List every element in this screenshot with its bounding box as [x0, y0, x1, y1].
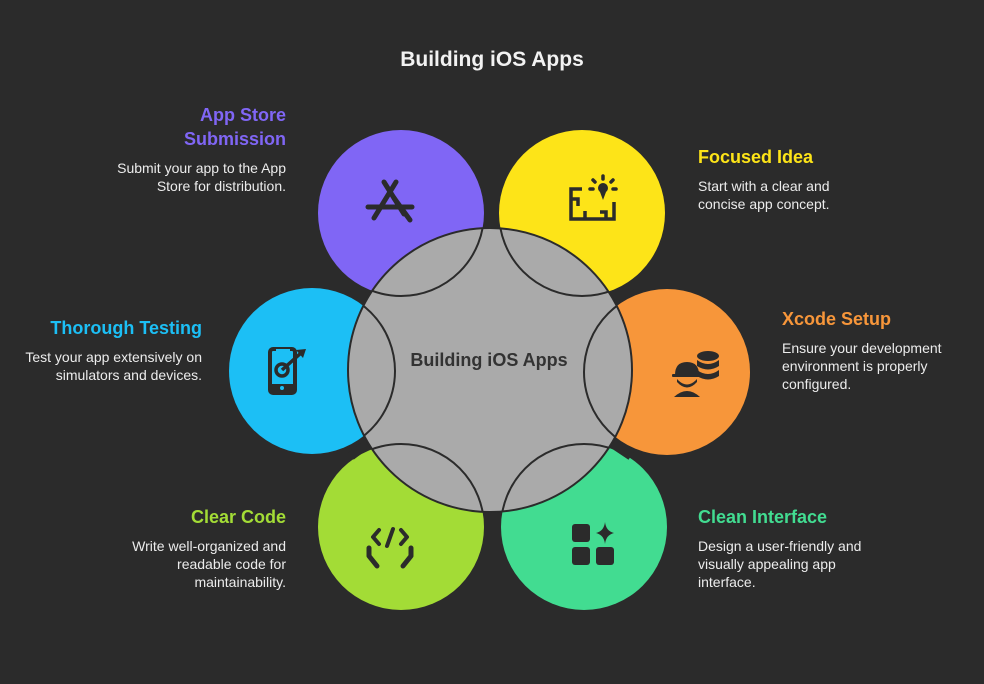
- engineer-database-icon: [672, 351, 719, 397]
- phone-target-icon: [268, 347, 306, 395]
- block-description: Write well-organized and readable code f…: [132, 538, 286, 590]
- overlap-arcs: [348, 228, 632, 512]
- app-store-icon: [365, 179, 415, 223]
- block-title: Clean Interface: [698, 507, 828, 527]
- block-title: Focused Idea: [698, 147, 814, 167]
- block-focused-idea: Focused Idea Start with a clear and conc…: [698, 145, 868, 213]
- block-description: Test your app extensively on simulators …: [25, 349, 202, 383]
- block-description: Ensure your development environment is p…: [782, 340, 942, 392]
- block-description: Start with a clear and concise app conce…: [698, 178, 830, 212]
- block-title: Xcode Setup: [782, 309, 892, 329]
- idea-blueprint-icon: [569, 174, 618, 221]
- center-label: Building iOS Apps: [410, 350, 568, 370]
- block-xcode-setup: Xcode Setup Ensure your development envi…: [782, 307, 952, 393]
- block-title: App Store Submission: [183, 105, 286, 149]
- diagram-title: Building iOS Apps: [400, 48, 584, 71]
- block-title: Clear Code: [190, 507, 286, 527]
- grid-sparkle-icon: [572, 522, 614, 565]
- block-title: Thorough Testing: [50, 318, 202, 338]
- code-hands-icon: [366, 527, 414, 569]
- block-clear-code: Clear Code Write well-organized and read…: [96, 505, 286, 591]
- block-description: Design a user-friendly and visually appe…: [698, 538, 862, 590]
- block-app-store-submission: App Store Submission Submit your app to …: [96, 103, 286, 195]
- block-clean-interface: Clean Interface Design a user-friendly a…: [698, 505, 868, 591]
- block-description: Submit your app to the App Store for dis…: [117, 160, 286, 194]
- block-thorough-testing: Thorough Testing Test your app extensive…: [12, 316, 202, 384]
- center-circle: [347, 227, 633, 513]
